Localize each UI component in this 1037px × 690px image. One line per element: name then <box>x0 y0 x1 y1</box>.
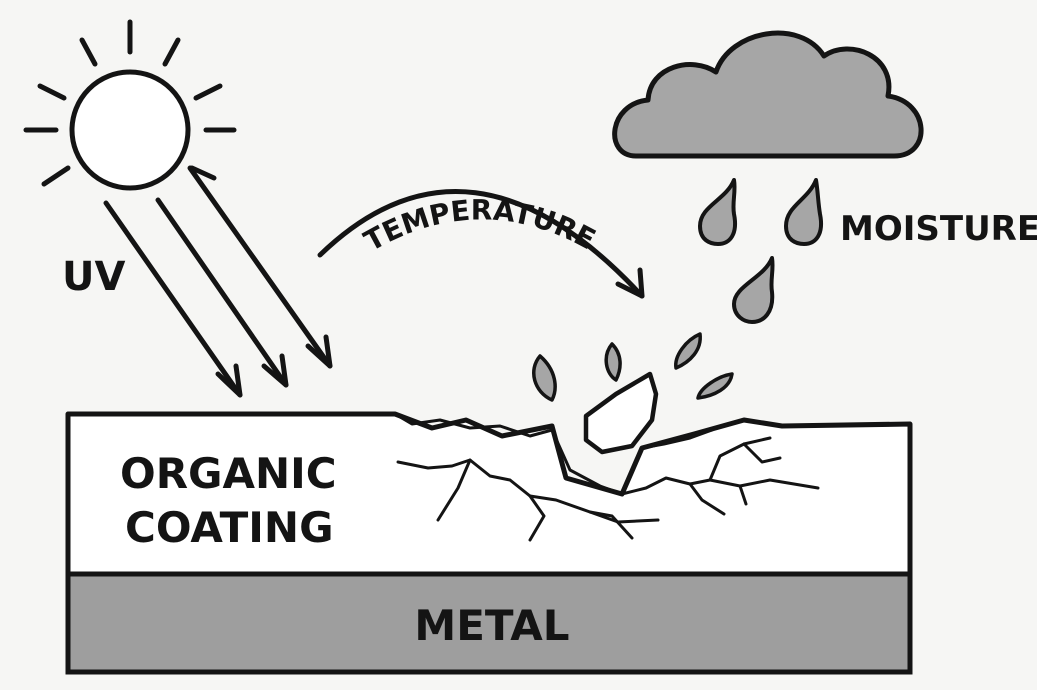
metal-layer <box>65 571 913 675</box>
organic-coating-layer <box>65 411 913 577</box>
coating-chip <box>583 371 659 455</box>
coating-label-line2: COATING <box>125 503 334 552</box>
arrow-icon <box>187 165 333 369</box>
raindrop-icon <box>698 178 737 246</box>
cloud-icon <box>612 30 924 159</box>
uv-label: UV <box>62 254 125 300</box>
coating-label-line1: ORGANIC <box>120 449 337 498</box>
raindrop-icon <box>732 256 775 324</box>
coating-cracks <box>393 412 820 542</box>
raindrops <box>698 178 823 324</box>
debris-particles <box>532 332 734 402</box>
metal-label: METAL <box>414 601 569 650</box>
temperature-arrow <box>317 189 645 299</box>
arrow-icon <box>155 197 289 388</box>
sun-icon <box>23 19 237 191</box>
uv-ray-arrows <box>103 165 333 398</box>
moisture-label: MOISTURE <box>840 209 1037 249</box>
arrow-icon <box>103 200 243 398</box>
raindrop-icon <box>784 178 823 246</box>
